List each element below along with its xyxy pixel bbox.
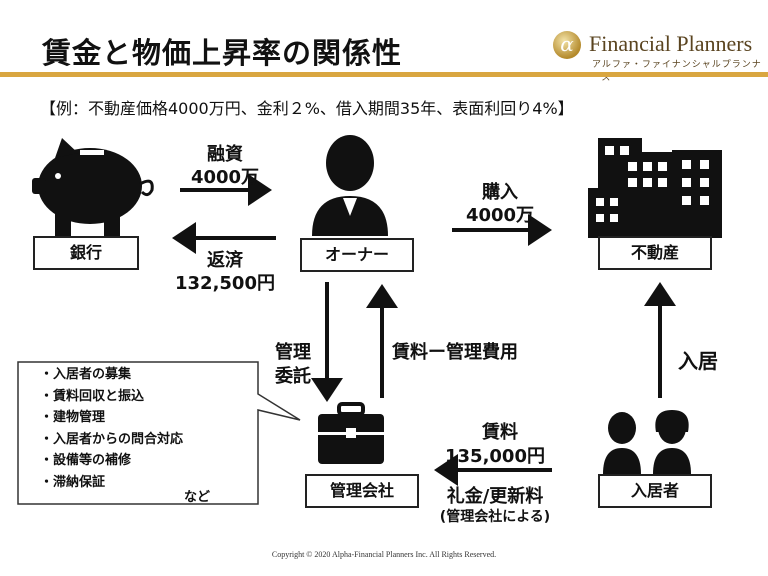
key-money-note: (管理会社による) — [439, 509, 551, 525]
consign-label-1: 管理 — [275, 342, 311, 363]
bank-box: 銀行 — [33, 236, 139, 270]
loan-label: 融資 — [207, 144, 243, 165]
etc-label: など — [184, 490, 211, 505]
move-in-label: 入居 — [678, 349, 718, 373]
list-item: ・滞納保証 — [40, 474, 106, 490]
logo-mark: α — [553, 31, 581, 59]
page-title: 賃金と物価上昇率の関係性 — [42, 36, 403, 70]
key-money-label: 礼金/更新料 — [446, 486, 544, 507]
example-conditions: 【例：不動産価格4000万円、金利２%、借入期間35年、表面利回り4%】 — [40, 99, 574, 118]
loan-amount: 4000万 — [190, 167, 260, 188]
consign-label-2: 委託 — [275, 366, 311, 387]
list-item: ・入居者の募集 — [40, 367, 132, 382]
purchase-amount: 4000万 — [465, 205, 535, 226]
header-rule — [0, 72, 768, 77]
rent-label: 賃料 — [482, 422, 518, 443]
tenant-box: 入居者 — [598, 474, 712, 508]
property-box: 不動産 — [598, 236, 712, 270]
list-item: ・入居者からの問合対応 — [40, 431, 184, 447]
management-duties-list: ・入居者の募集 ・賃料回収と振込 ・建物管理 ・入居者からの問合対応 ・設備等の… — [40, 364, 183, 493]
owner-person-icon — [312, 135, 388, 236]
copyright: Copyright © 2020 Alpha-Financial Planner… — [271, 550, 497, 559]
logo-name: Financial Planners — [589, 31, 753, 56]
tenants-icon — [603, 410, 691, 474]
list-item: ・賃料回収と振込 — [40, 388, 145, 404]
list-item: ・建物管理 — [40, 410, 106, 425]
rent-minus-fee-label: 賃料ー管理費用 — [392, 342, 518, 363]
list-item: ・設備等の補修 — [40, 453, 132, 468]
rent-amount: 135,000円 — [445, 446, 545, 467]
logo-subtext: アルファ・ファイナンシャルプランナーズ — [592, 60, 762, 83]
callout-bubble — [17, 361, 301, 505]
piggy-bank-icon — [32, 138, 154, 236]
buildings-icon — [588, 138, 722, 238]
owner-box: オーナー — [300, 238, 414, 272]
repay-amount: 132,500円 — [175, 273, 275, 294]
briefcase-icon — [318, 402, 384, 464]
management-box: 管理会社 — [305, 474, 419, 508]
purchase-label: 購入 — [482, 182, 518, 203]
repay-label: 返済 — [207, 250, 243, 271]
